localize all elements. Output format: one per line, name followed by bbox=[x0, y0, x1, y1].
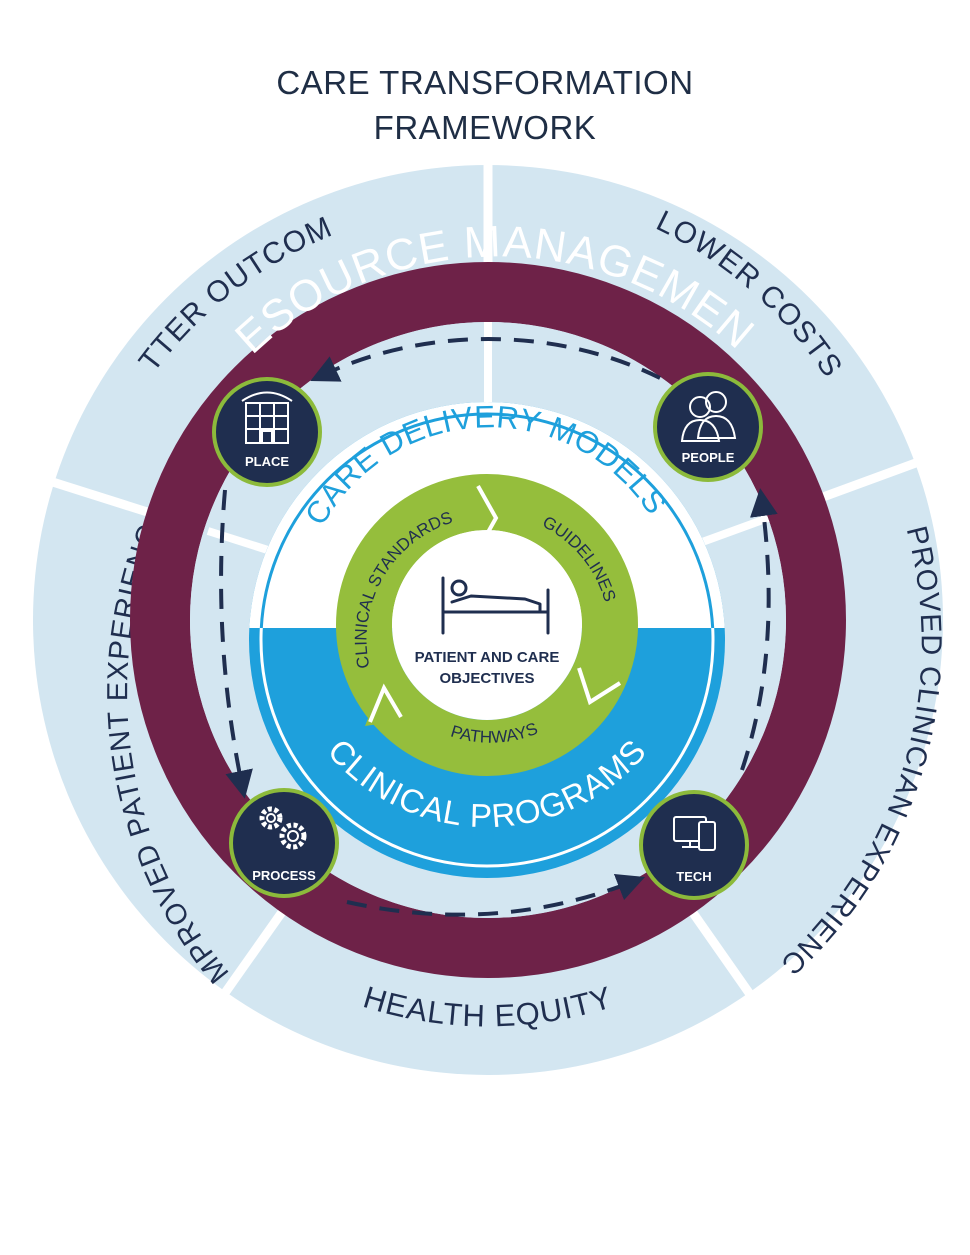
hospital-bed-icon bbox=[441, 576, 550, 635]
center-disc bbox=[392, 530, 582, 720]
center-label-line-2: OBJECTIVES bbox=[439, 670, 534, 687]
diagram-title: CARE TRANSFORMATION FRAMEWORK bbox=[0, 60, 970, 150]
flow-arrow-people-to-place bbox=[310, 337, 661, 382]
building-icon bbox=[241, 391, 293, 444]
devices-icon bbox=[673, 816, 716, 851]
process-label: PROCESS bbox=[252, 868, 316, 883]
resource-flow-arrows bbox=[219, 337, 778, 917]
process-node: PROCESS bbox=[229, 788, 339, 898]
people-label: PEOPLE bbox=[682, 450, 735, 465]
tech-label: TECH bbox=[676, 869, 711, 884]
people-node: PEOPLE bbox=[653, 372, 763, 482]
flow-arrow-tech-to-people bbox=[740, 488, 778, 771]
place-node: PLACE bbox=[212, 377, 322, 487]
gears-icon bbox=[259, 806, 307, 850]
care-delivery-models-inner-outline bbox=[259, 412, 715, 628]
resource-management-ring bbox=[130, 262, 846, 978]
clinical-programs-inner-outline bbox=[259, 628, 715, 868]
flow-arrow-place-to-process bbox=[219, 489, 253, 799]
place-label: PLACE bbox=[245, 454, 289, 469]
title-line-2: FRAMEWORK bbox=[373, 109, 597, 146]
title-line-1: CARE TRANSFORMATION bbox=[276, 64, 694, 101]
center-label-line-1: PATIENT AND CARE bbox=[415, 649, 560, 666]
people-icon bbox=[680, 391, 737, 442]
flow-arrow-process-to-tech bbox=[346, 873, 646, 917]
tech-node: TECH bbox=[639, 790, 749, 900]
